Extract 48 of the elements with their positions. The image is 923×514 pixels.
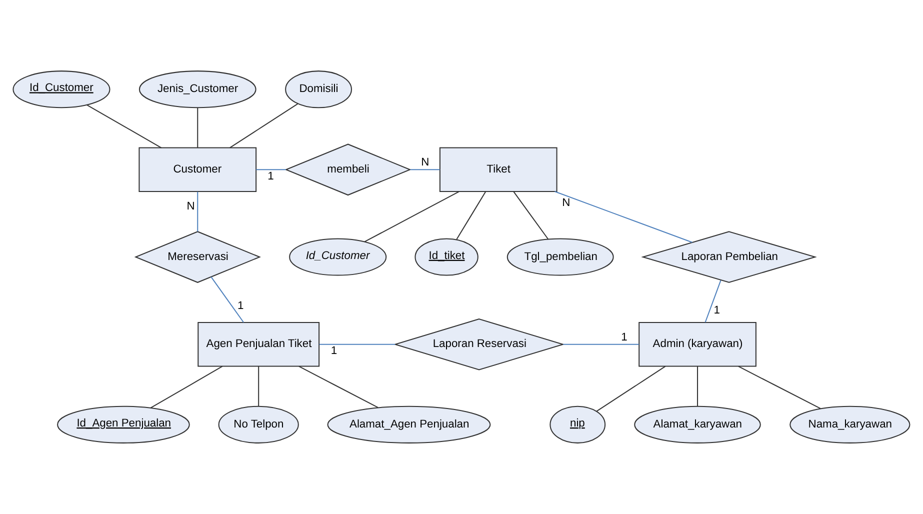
connector <box>230 103 298 148</box>
connector <box>410 169 440 170</box>
node-ellipse: Id_Customer <box>289 238 387 276</box>
connector <box>298 366 378 408</box>
node-box: Agen Penjualan Tiket <box>198 322 320 367</box>
node-diamond: Mereservasi <box>134 231 261 283</box>
connector <box>704 280 722 322</box>
connector <box>256 169 286 170</box>
edge-label: 1 <box>268 170 274 182</box>
connector <box>319 344 396 345</box>
connector <box>210 276 244 323</box>
connector <box>197 108 198 148</box>
node-diamond: Laporan Reservasi <box>393 318 565 370</box>
connector <box>456 191 486 240</box>
connector <box>554 191 692 243</box>
node-ellipse: Alamat_karyawan <box>634 406 761 444</box>
node-box: Admin (karyawan) <box>638 322 756 367</box>
connector <box>150 366 223 408</box>
node-ellipse: Id_tiket <box>414 238 478 276</box>
connector <box>258 366 260 406</box>
connector <box>697 366 698 406</box>
edge-label: 1 <box>714 304 720 317</box>
node-diamond: membeli <box>284 144 412 196</box>
node-ellipse: No Telpon <box>218 406 299 444</box>
node-ellipse: Id_Agen Penjualan <box>57 406 190 444</box>
connector <box>364 191 460 242</box>
edge-label: N <box>421 156 430 169</box>
edge-label: 1 <box>238 300 244 312</box>
edge-label: 1 <box>621 331 628 344</box>
connector <box>513 191 549 240</box>
node-ellipse: Tgl_pembelian <box>506 238 614 276</box>
node-ellipse: Nama_karyawan <box>790 406 910 444</box>
connector <box>86 104 162 148</box>
node-box: Tiket <box>439 147 558 192</box>
node-ellipse: Id_Customer <box>12 70 110 108</box>
node-ellipse: Domisili <box>285 70 352 108</box>
edge-label: 1 <box>330 345 338 358</box>
edge-label: N <box>186 200 195 212</box>
connector <box>738 366 821 410</box>
node-ellipse: Jenis_Customer <box>138 70 256 108</box>
edge-label: N <box>562 196 570 209</box>
node-ellipse: nip <box>550 406 606 444</box>
node-box: Customer <box>138 147 257 192</box>
connector <box>197 192 198 232</box>
connector <box>563 344 639 345</box>
node-ellipse: Alamat_Agen Penjualan <box>327 406 491 444</box>
connector <box>596 366 666 412</box>
node-diamond: Laporan Pembelian <box>641 231 817 283</box>
